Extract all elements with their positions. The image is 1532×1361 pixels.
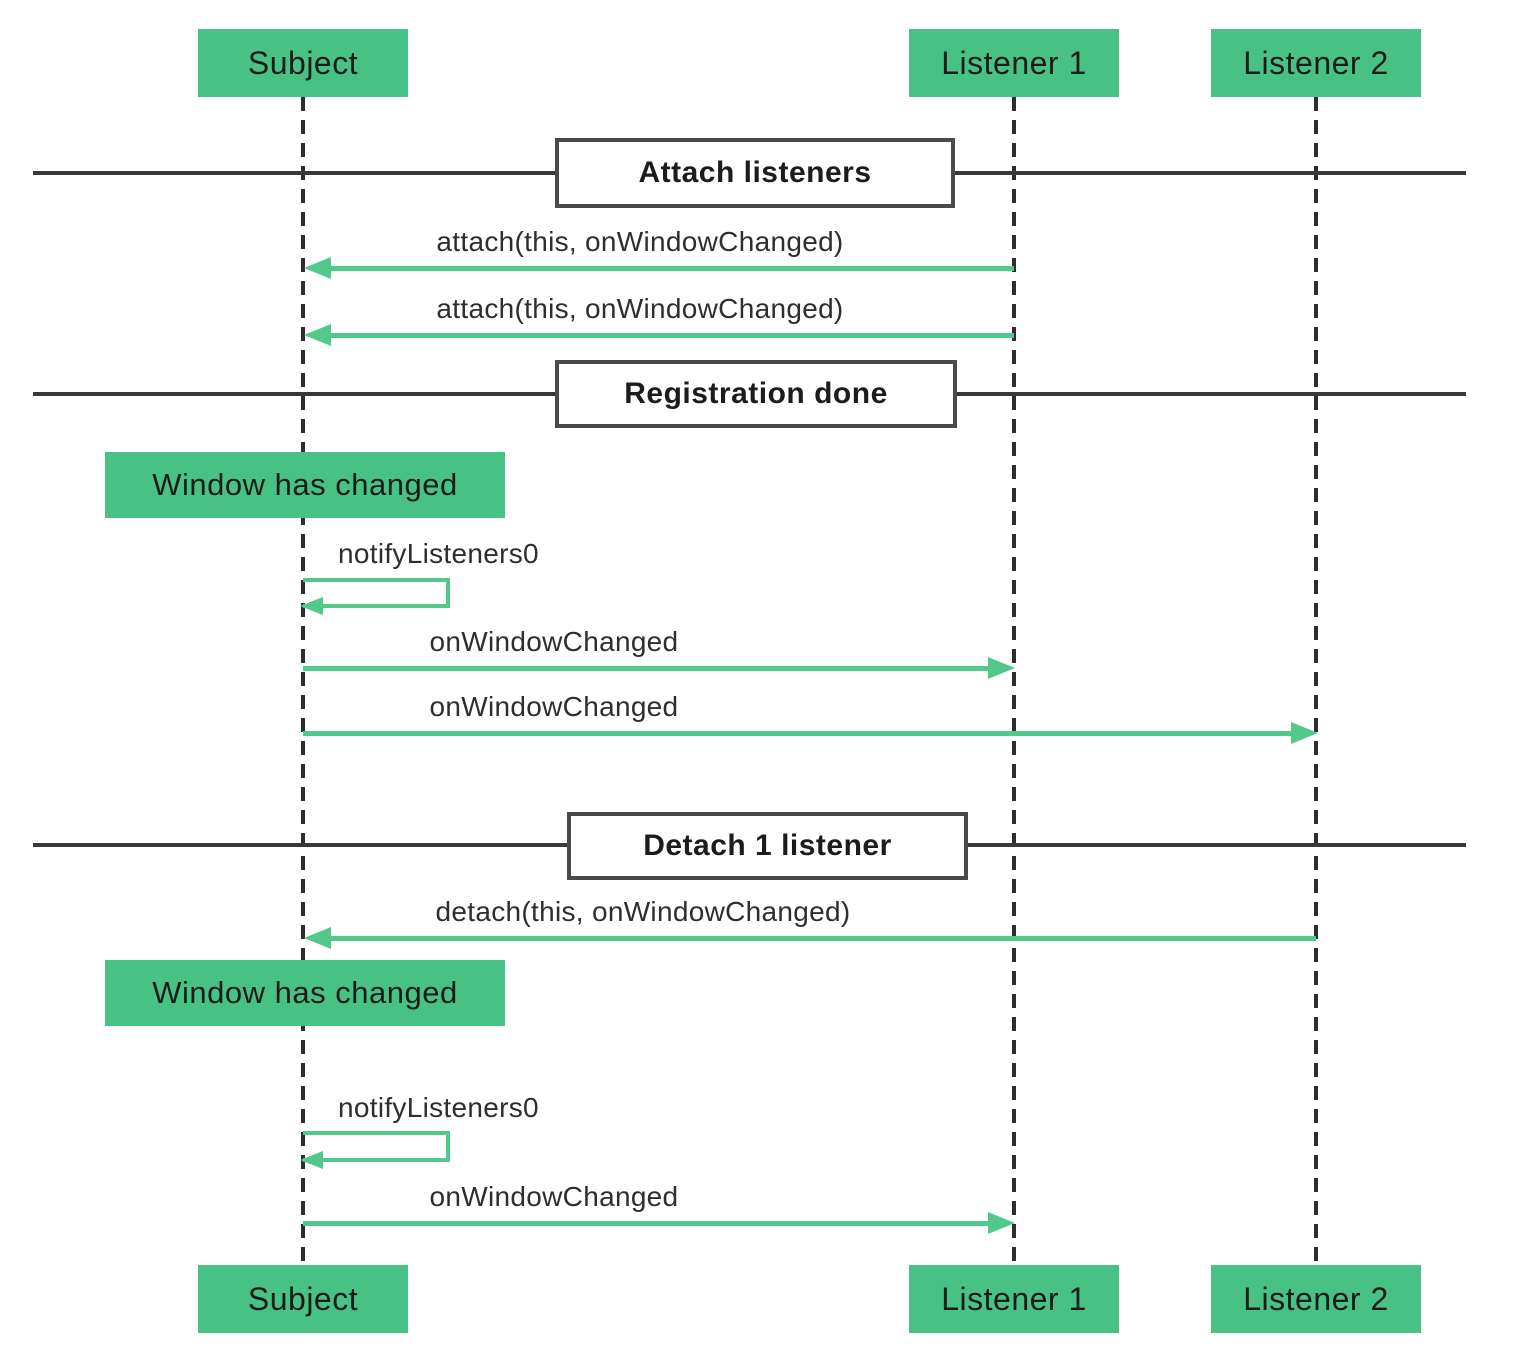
section-label-detach: Detach 1 listener (567, 812, 968, 880)
arrowhead-left-icon (304, 324, 331, 346)
lifeline-subject (301, 97, 305, 1265)
actor-label: Subject (247, 44, 359, 81)
actor-label: Listener 2 (1243, 44, 1389, 81)
actor-listener1-top: Listener 1 (909, 29, 1119, 97)
message-arrow-onwindowchanged-2 (303, 731, 1291, 736)
arrowhead-right-icon (1291, 722, 1318, 744)
section-title: Registration done (624, 377, 888, 410)
section-title: Attach listeners (638, 156, 872, 189)
note-label: Window has changed (152, 975, 458, 1010)
actor-listener1-bottom: Listener 1 (909, 1265, 1119, 1333)
section-label-registration: Registration done (555, 360, 957, 428)
message-label-detach-1: detach(this, onWindowChanged) (435, 896, 851, 927)
arrowhead-left-icon (300, 1151, 323, 1169)
arrowhead-left-icon (304, 257, 331, 279)
message-arrow-attach-1 (330, 266, 1014, 271)
actor-subject-top: Subject (198, 29, 408, 97)
actor-label: Listener 2 (1243, 1280, 1389, 1317)
message-arrow-detach-1 (330, 936, 1316, 941)
note-window-changed-2: Window has changed (105, 960, 505, 1026)
message-label-attach-1: attach(this, onWindowChanged) (436, 226, 844, 257)
note-label: Window has changed (152, 467, 458, 502)
message-arrow-onwindowchanged-1 (303, 666, 988, 671)
message-label-attach-2: attach(this, onWindowChanged) (436, 293, 844, 324)
self-call-loop-1 (303, 578, 450, 608)
message-label-onwindowchanged-1: onWindowChanged (429, 626, 679, 657)
arrowhead-left-icon (300, 597, 323, 615)
section-label-attach: Attach listeners (555, 138, 955, 208)
self-call-loop-2 (303, 1131, 450, 1162)
arrowhead-left-icon (304, 927, 331, 949)
section-title: Detach 1 listener (643, 829, 892, 862)
actor-listener2-top: Listener 2 (1211, 29, 1421, 97)
message-label-onwindowchanged-2: onWindowChanged (429, 691, 679, 722)
arrowhead-right-icon (988, 657, 1015, 679)
actor-subject-bottom: Subject (198, 1265, 408, 1333)
message-arrow-attach-2 (330, 333, 1014, 338)
actor-listener2-bottom: Listener 2 (1211, 1265, 1421, 1333)
lifeline-listener2 (1314, 97, 1318, 1265)
actor-label: Listener 1 (941, 1280, 1087, 1317)
message-arrow-onwindowchanged-3 (303, 1221, 988, 1226)
arrowhead-right-icon (988, 1212, 1015, 1234)
message-label-notify-1: notifyListeners0 (338, 538, 539, 569)
actor-label: Subject (247, 1280, 359, 1317)
note-window-changed-1: Window has changed (105, 452, 505, 518)
lifeline-listener1 (1012, 97, 1016, 1265)
actor-label: Listener 1 (941, 44, 1087, 81)
message-label-onwindowchanged-3: onWindowChanged (429, 1181, 679, 1212)
message-label-notify-2: notifyListeners0 (338, 1092, 539, 1123)
